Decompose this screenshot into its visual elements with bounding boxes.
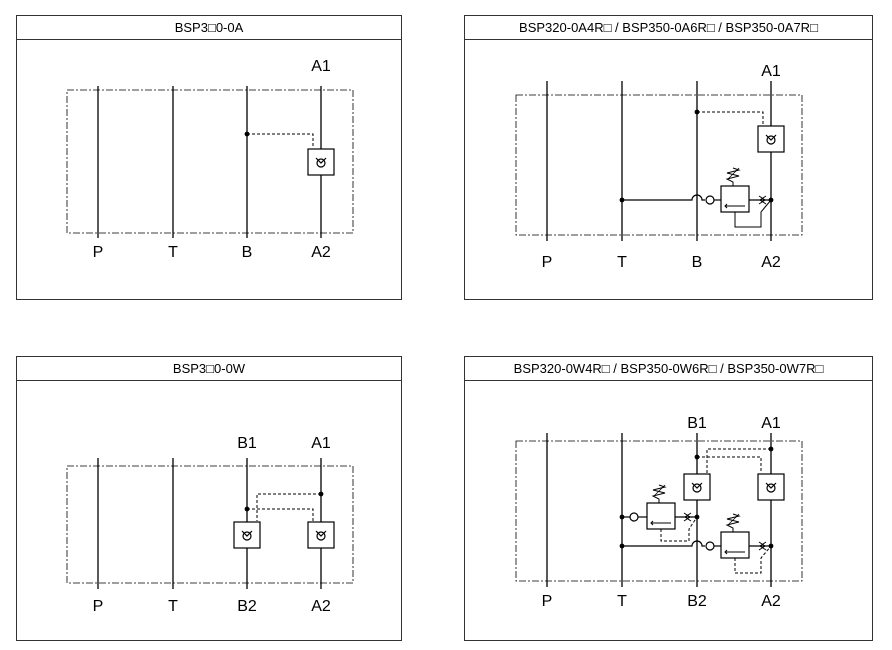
check-valve-icon bbox=[233, 521, 261, 549]
throttle-icon bbox=[683, 512, 692, 522]
port-label-p: P bbox=[93, 598, 104, 615]
valve-body-outline bbox=[515, 94, 803, 236]
panel-title: BSP3□0-0A bbox=[17, 16, 401, 40]
port-label-a1: A1 bbox=[311, 58, 331, 75]
throttle-icon bbox=[758, 541, 767, 551]
port-label-a2: A2 bbox=[311, 244, 331, 261]
pilot-line bbox=[697, 456, 762, 473]
pilot-line bbox=[247, 508, 314, 521]
port-label-b: B bbox=[242, 244, 253, 261]
port-label-a1: A1 bbox=[761, 415, 781, 432]
relief-line bbox=[622, 194, 705, 201]
port-label-b2: B2 bbox=[687, 593, 707, 610]
panel-title: BSP320-0W4R□ / BSP350-0W6R□ / BSP350-0W7… bbox=[465, 357, 872, 381]
relief-valve-icon bbox=[720, 513, 750, 559]
port-label-b: B bbox=[692, 254, 703, 271]
port-label-b1: B1 bbox=[237, 435, 257, 452]
orifice-icon bbox=[705, 541, 715, 551]
drain-line bbox=[734, 199, 772, 228]
hydraulic-schematic: A1 P T B A2 bbox=[515, 63, 803, 271]
diagram-panel-bsp-0w: BSP3□0-0W B1 A1 P T B2 A2 bbox=[16, 356, 402, 641]
drain-line bbox=[734, 545, 772, 574]
port-label-a2: A2 bbox=[761, 593, 781, 610]
hydraulic-schematic: A1 P T B A2 bbox=[66, 58, 354, 261]
pilot-line bbox=[247, 133, 314, 148]
port-label-a1: A1 bbox=[761, 63, 781, 80]
diagram-panel-bsp-0w-r: BSP320-0W4R□ / BSP350-0W6R□ / BSP350-0W7… bbox=[464, 356, 873, 641]
panel-title: BSP320-0A4R□ / BSP350-0A6R□ / BSP350-0A7… bbox=[465, 16, 872, 40]
relief-valve-icon bbox=[646, 484, 676, 530]
check-valve-icon bbox=[757, 473, 785, 501]
throttle-icon bbox=[758, 195, 767, 205]
hydraulic-schematic: B1 A1 P T B2 A2 bbox=[66, 435, 354, 615]
check-valve-icon bbox=[757, 125, 785, 153]
port-label-t: T bbox=[168, 598, 178, 615]
drain-line bbox=[660, 516, 698, 542]
junction-dot bbox=[619, 197, 625, 203]
port-label-p: P bbox=[93, 244, 104, 261]
panel-title: BSP3□0-0W bbox=[17, 357, 401, 381]
check-valve-icon bbox=[307, 148, 335, 176]
valve-body-outline bbox=[66, 89, 354, 234]
port-label-p: P bbox=[542, 593, 553, 610]
diagram-panel-bsp-0a-r: BSP320-0A4R□ / BSP350-0A6R□ / BSP350-0A7… bbox=[464, 15, 873, 300]
check-valve-icon bbox=[307, 521, 335, 549]
relief-valve-icon bbox=[720, 167, 750, 213]
orifice-icon bbox=[705, 195, 715, 205]
hydraulic-schematic: B1 A1 P T B2 A2 bbox=[515, 415, 803, 610]
port-label-t: T bbox=[617, 254, 627, 271]
relief-line bbox=[622, 540, 705, 547]
pilot-line bbox=[256, 493, 321, 521]
check-valve-icon bbox=[683, 473, 711, 501]
port-label-t: T bbox=[168, 244, 178, 261]
pilot-line bbox=[706, 448, 771, 473]
valve-body-outline bbox=[66, 465, 354, 584]
orifice-icon bbox=[629, 512, 639, 522]
pilot-line bbox=[697, 111, 764, 125]
port-label-a1: A1 bbox=[311, 435, 331, 452]
diagram-panel-bsp-0a: BSP3□0-0A A1 P T B A2 bbox=[16, 15, 402, 300]
port-label-b1: B1 bbox=[687, 415, 707, 432]
port-label-a2: A2 bbox=[761, 254, 781, 271]
port-label-t: T bbox=[617, 593, 627, 610]
port-label-b2: B2 bbox=[237, 598, 257, 615]
port-label-a2: A2 bbox=[311, 598, 331, 615]
valve-body-outline bbox=[515, 440, 803, 582]
port-label-p: P bbox=[542, 254, 553, 271]
